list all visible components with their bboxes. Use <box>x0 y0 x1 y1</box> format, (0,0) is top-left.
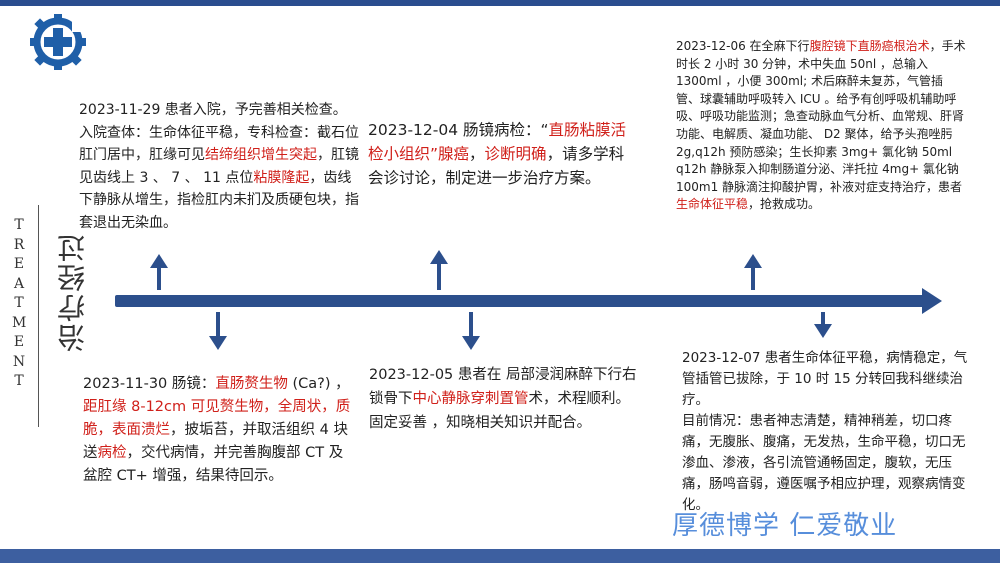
highlight-text: 直肠赘生物 <box>215 376 288 392</box>
body-text: ， <box>469 145 485 163</box>
side-letter: T <box>14 295 24 311</box>
side-letter: T <box>14 373 24 389</box>
body-text: ，抢救成功。 <box>748 197 821 212</box>
arrow-down-icon <box>814 312 832 338</box>
side-letter: R <box>13 236 25 253</box>
arrow-up-icon <box>744 254 762 290</box>
side-letter: A <box>13 275 25 292</box>
highlight-text: 中心静脉穿刺置管 <box>412 391 529 407</box>
body-text: 2023-12-05 患者在 局部浸润麻醉下行右锁骨下 <box>369 367 637 407</box>
body-text: 2023-11-29 患者入院，予完善相关检查。入院查体：生命体征平稳，专科检查… <box>79 102 359 163</box>
highlight-text: 生命体征平稳 <box>676 197 749 212</box>
hospital-logo-icon <box>28 12 88 72</box>
highlight-text: 病检 <box>97 445 127 461</box>
body-text: (Ca?) ， <box>287 376 350 392</box>
body-text: ，手术时长 2 小时 30 分钟，术中失血 50nl ，总输入 1300ml ，… <box>676 39 966 194</box>
event-note: 2023-12-05 患者在 局部浸润麻醉下行右锁骨下中心静脉穿刺置管术，术程顺… <box>369 363 639 435</box>
arrow-up-icon <box>150 254 168 290</box>
side-letter: E <box>13 334 25 350</box>
body-text: 术，术程顺利。固定妥善 ，知晓相关知识并配合。 <box>369 391 630 431</box>
highlight-text: 粘膜隆起 <box>253 169 310 186</box>
arrow-down-icon <box>209 312 227 350</box>
highlight-text: 结缔组织增生突起 <box>205 147 317 163</box>
treatment-vertical-label: T R E A T M E N T <box>12 216 26 392</box>
section-title-vertical: 治疗经过 <box>56 232 89 352</box>
side-divider <box>38 205 39 427</box>
event-note: 2023-12-07 患者生命体征平稳，病情稳定，气管插管已拔除，于 10 时 … <box>682 348 972 516</box>
bottom-accent-bar <box>0 549 1000 563</box>
highlight-text: 直肠粘膜活检小组织”腺癌 <box>368 121 627 163</box>
arrow-down-icon <box>462 312 480 350</box>
side-letter: E <box>13 256 25 272</box>
highlight-text: 腹腔镜下直肠癌根治术 <box>809 39 930 53</box>
body-text: 2023-12-07 患者生命体征平稳，病情稳定，气管插管已拔除，于 10 时 … <box>682 350 968 408</box>
timeline-arrowhead <box>922 288 942 314</box>
body-text: ，齿线下静脉从增生，指检肛内未扪及质硬包块，指套退出无染血。 <box>79 169 359 231</box>
event-note: 2023-11-30 肠镜：直肠赘生物 (Ca?) ， 距肛缘 8-12cm 可见… <box>83 373 353 488</box>
arrow-up-icon <box>430 250 448 290</box>
event-note: 2023-12-06 在全麻下行腹腔镜下直肠癌根治术，手术时长 2 小时 30 … <box>676 38 966 214</box>
event-note: 2023-11-29 患者入院，予完善相关检查。入院查体：生命体征平稳，专科检查… <box>79 99 359 234</box>
timeline-bar <box>115 295 927 307</box>
side-letter: M <box>12 314 27 331</box>
body-text: ，披垢苔，并取活组织 4 块送 <box>83 422 348 461</box>
body-text: 2023-11-30 肠镜： <box>83 376 216 392</box>
hospital-motto: 厚德博学 仁爱敬业 <box>672 511 898 541</box>
top-accent-bar <box>0 0 1000 6</box>
side-letter: N <box>12 353 26 370</box>
body-text: 2023-12-04 肠镜病检：“ <box>368 121 549 139</box>
body-text: ，交代病情，并完善胸腹部 CT 及盆腔 CT+ 增强，结果待回示。 <box>83 445 344 484</box>
highlight-text: 距肛缘 8-12cm 可见赘生物，全周状，质脆，表面溃烂 <box>83 399 351 438</box>
body-text: 目前情况：患者神志清楚，精神稍差，切口疼痛，无腹胀、腹痛，无发热，生命平稳，切口… <box>682 413 966 513</box>
body-text: ，肛镜见齿线上 3 、 7 、 11 点位 <box>79 147 359 186</box>
highlight-text: 诊断明确 <box>484 145 547 163</box>
event-note: 2023-12-04 肠镜病检：“直肠粘膜活检小组织”腺癌，诊断明确，请多学科会… <box>368 118 638 190</box>
body-text: ，请多学科会诊讨论，制定进一步治疗方案。 <box>368 145 625 187</box>
body-text: 2023-12-06 在全麻下行 <box>676 39 810 53</box>
side-letter: T <box>14 217 24 233</box>
